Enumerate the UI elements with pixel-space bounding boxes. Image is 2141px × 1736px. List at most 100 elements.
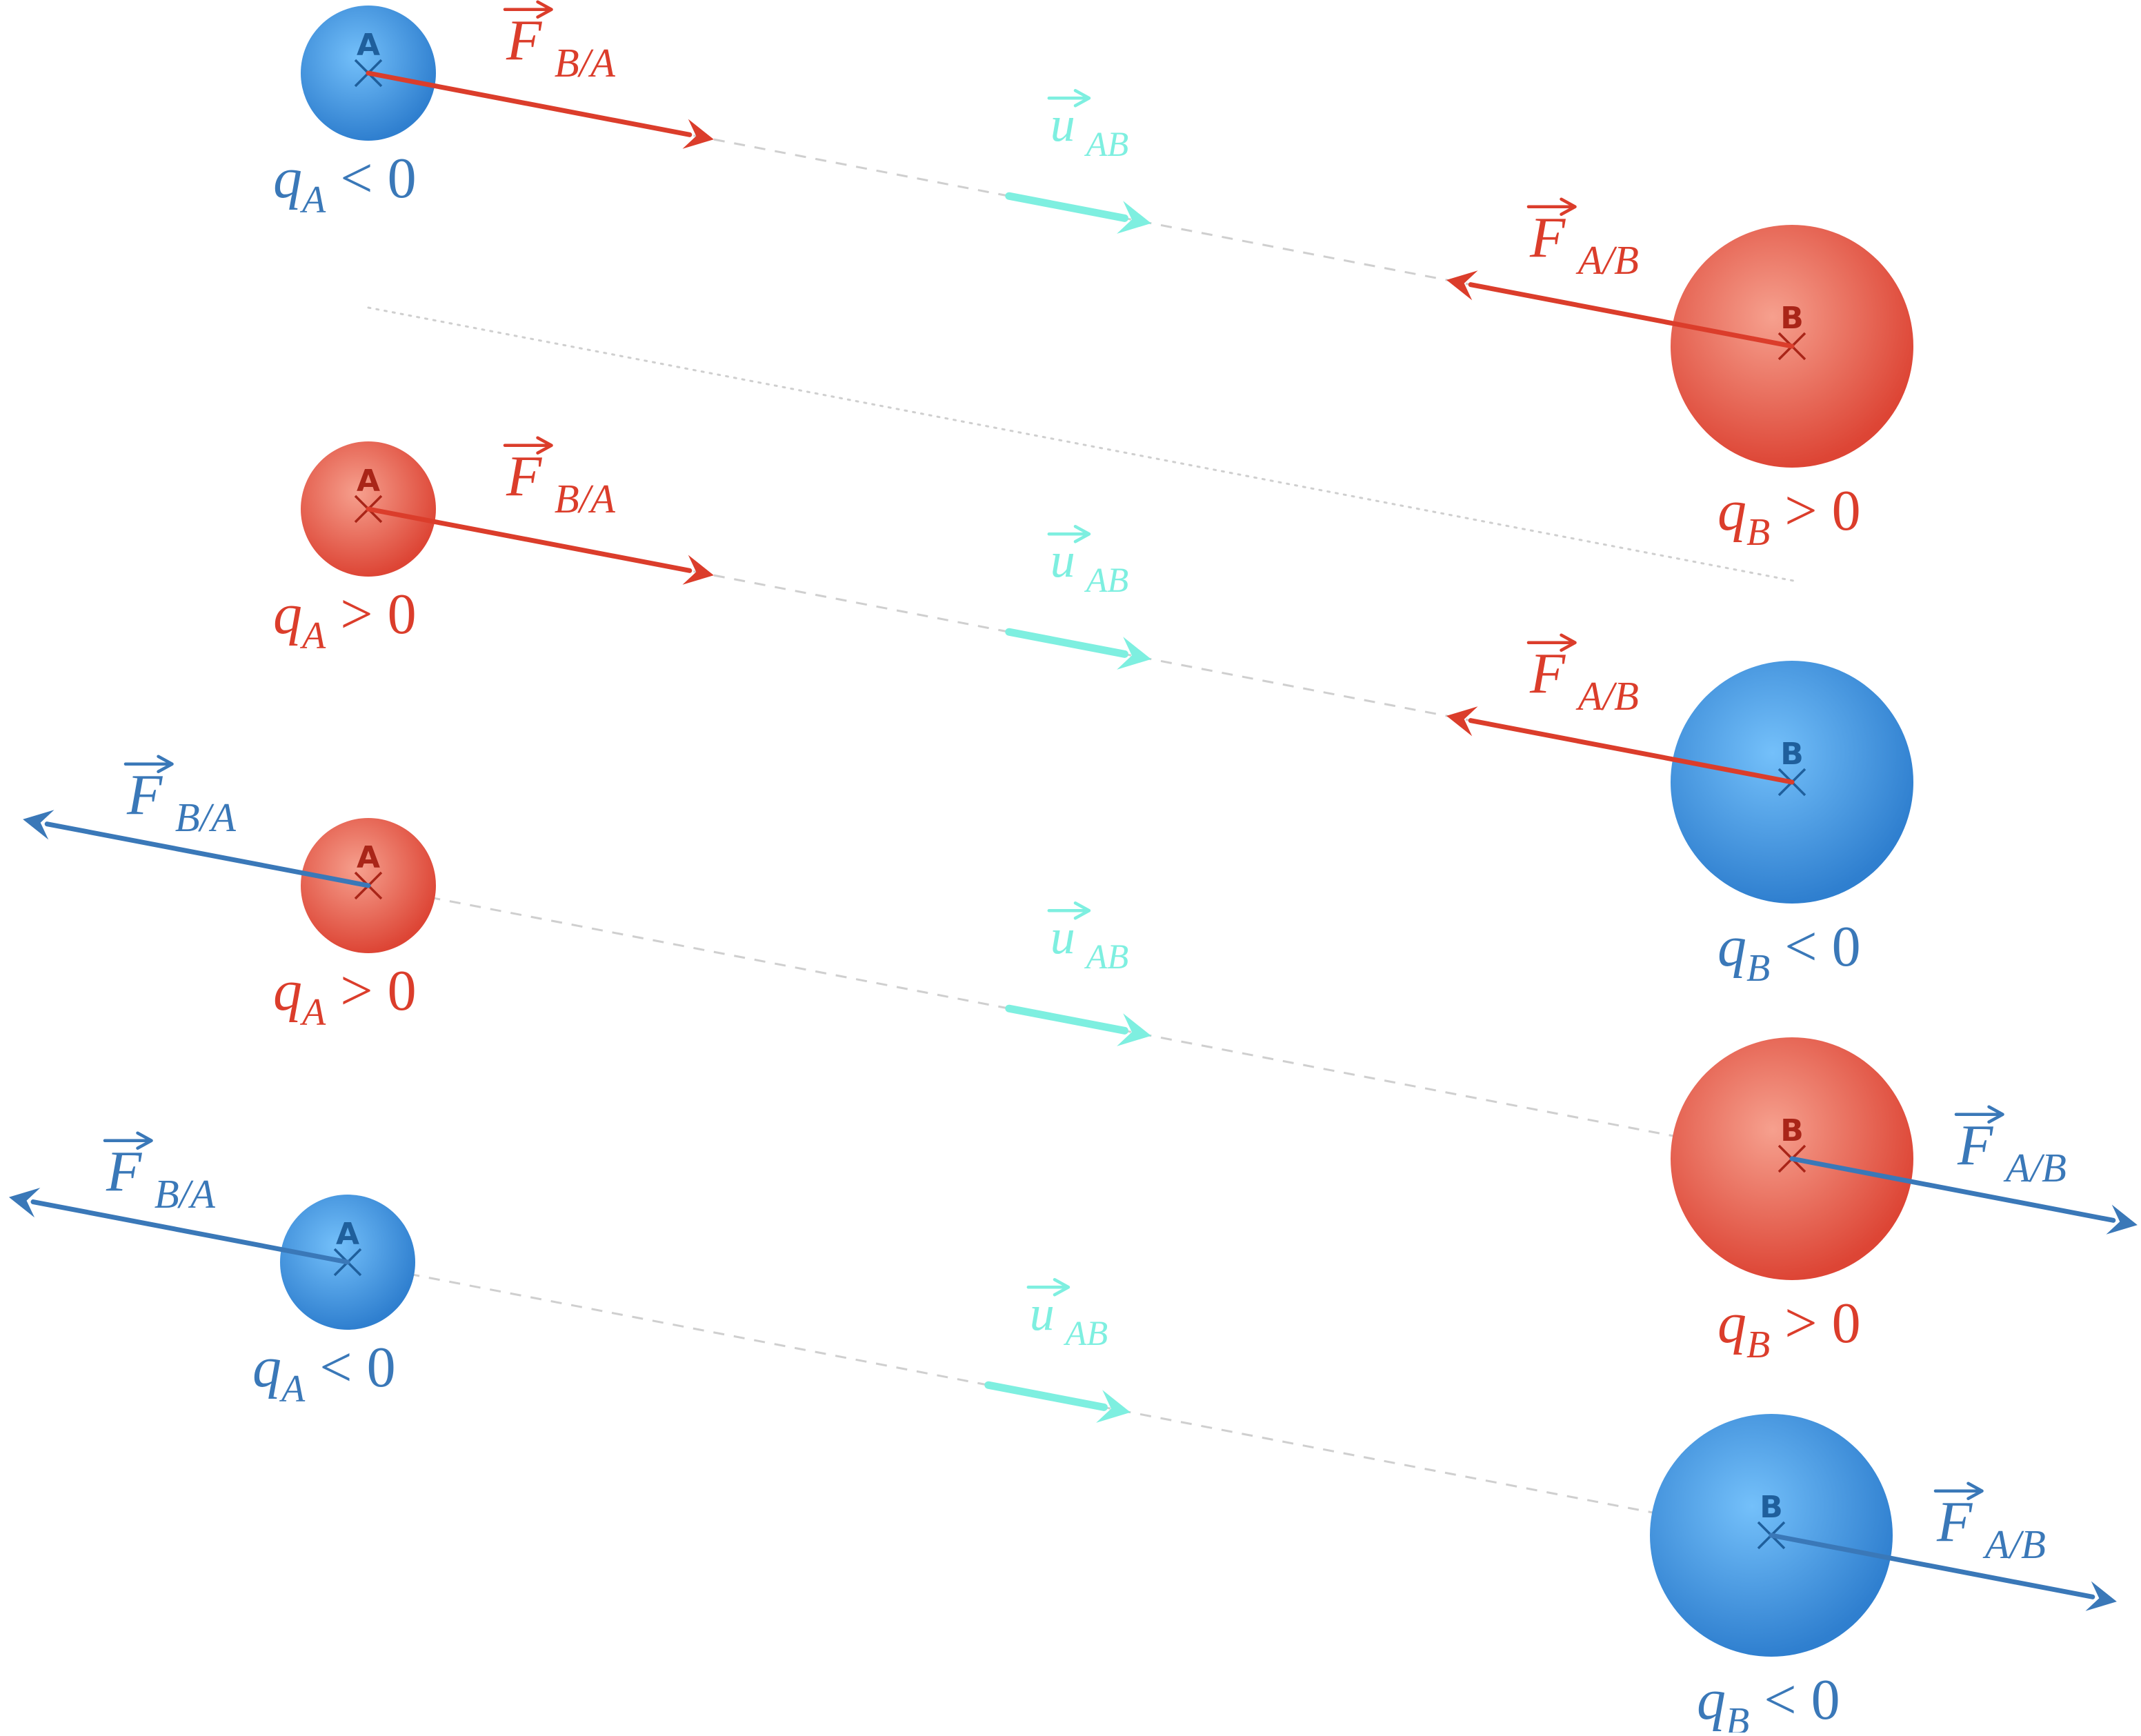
- point-label: B: [1760, 1490, 1783, 1525]
- vector-subscript: B/A: [155, 1172, 216, 1217]
- charge-subscript: A: [299, 615, 326, 657]
- point-label: A: [357, 28, 380, 63]
- charge-relation: < 0: [1749, 1668, 1840, 1732]
- vector-arrow-icon: [1954, 1105, 2004, 1124]
- force-on-A-label: F B/A: [506, 444, 616, 521]
- vector-arrow-icon: [1047, 525, 1091, 543]
- charge-relation: > 0: [1770, 479, 1860, 543]
- charge-A-value: qA < 0: [252, 1335, 396, 1410]
- charge-relation: < 0: [305, 1335, 395, 1399]
- vector-symbol: u: [1050, 97, 1075, 152]
- vector-symbol: F: [1957, 1113, 1994, 1177]
- charge-A-value: qA > 0: [273, 959, 417, 1034]
- vector-symbol: F: [1936, 1490, 1973, 1554]
- charge-B-value: qB > 0: [1717, 1291, 1861, 1366]
- point-label: B: [1780, 1113, 1804, 1148]
- charge-relation: < 0: [326, 146, 416, 210]
- vector-subscript: B/A: [555, 477, 616, 521]
- vector-subscript: B/A: [555, 41, 616, 86]
- vector-subscript: B/A: [175, 795, 237, 840]
- force-on-B-arrow: [1789, 1156, 2138, 1235]
- charge-symbol: q: [273, 146, 302, 210]
- vector-arrow-icon: [1047, 901, 1091, 920]
- point-label: A: [357, 840, 380, 875]
- unit-vector-arrow: [1005, 628, 1152, 670]
- point-label: B: [1780, 737, 1804, 772]
- force-on-A-label: F B/A: [506, 8, 616, 86]
- charge-symbol: q: [1717, 915, 1746, 979]
- charge-symbol: q: [1717, 1291, 1746, 1355]
- vector-arrow-icon: [1526, 197, 1577, 217]
- charge-symbol: q: [1697, 1668, 1726, 1732]
- vector-subscript: A/B: [1575, 238, 1639, 283]
- vector-arrow-icon: [503, 436, 553, 455]
- vector-symbol: F: [506, 8, 543, 72]
- vector-arrow-icon: [1526, 633, 1577, 652]
- charge-subscript: A: [279, 1368, 306, 1410]
- vector-arrow-icon: [1047, 89, 1091, 108]
- point-label: B: [1780, 301, 1804, 336]
- force-on-A-label: F B/A: [106, 1139, 216, 1217]
- vector-symbol: F: [126, 763, 163, 827]
- vector-subscript: A/B: [1575, 674, 1639, 719]
- vector-symbol: F: [506, 444, 543, 508]
- vector-symbol: u: [1050, 909, 1075, 964]
- charge-symbol: q: [273, 582, 302, 646]
- vector-symbol: F: [1529, 641, 1566, 706]
- vector-arrow-icon: [123, 755, 174, 774]
- force-on-A-arrow: [8, 1188, 350, 1265]
- charge-A-value: qA < 0: [273, 146, 417, 221]
- vector-symbol: u: [1050, 532, 1075, 588]
- force-on-A-arrow: [23, 810, 371, 888]
- charge-B-value: qB < 0: [1717, 915, 1861, 990]
- force-on-A-arrow: [366, 506, 714, 585]
- charge-symbol: q: [252, 1335, 281, 1399]
- vector-subscript: AB: [1064, 1314, 1108, 1353]
- force-on-B-arrow: [1446, 706, 1795, 785]
- vector-symbol: F: [106, 1139, 143, 1204]
- charge-B-value: qB > 0: [1717, 479, 1861, 554]
- vector-arrow-icon: [1026, 1278, 1070, 1297]
- charge-relation: > 0: [1770, 1291, 1860, 1355]
- charge-symbol: q: [273, 959, 302, 1023]
- force-on-A-label: F B/A: [126, 763, 237, 840]
- vector-symbol: u: [1030, 1286, 1055, 1341]
- vector-arrow-icon: [103, 1131, 153, 1150]
- charge-subscript: B: [1746, 947, 1770, 990]
- charge-B-value: qB < 0: [1697, 1668, 1840, 1733]
- force-on-A-arrow: [366, 70, 714, 149]
- charge-subscript: B: [1746, 511, 1770, 554]
- unit-vector-arrow: [1005, 192, 1152, 234]
- point-label: A: [357, 463, 380, 499]
- unit-vector-arrow: [984, 1381, 1131, 1423]
- charge-A-value: qA > 0: [273, 582, 417, 657]
- charge-symbol: q: [1717, 479, 1746, 543]
- force-on-B-arrow: [1769, 1533, 2117, 1611]
- point-label: A: [336, 1217, 359, 1252]
- vector-subscript: A/B: [1982, 1522, 2046, 1567]
- charge-subscript: B: [1746, 1324, 1770, 1366]
- charge-subscript: B: [1726, 1700, 1749, 1733]
- charge-subscript: A: [299, 991, 326, 1034]
- vector-subscript: AB: [1084, 561, 1129, 599]
- vector-subscript: A/B: [2003, 1146, 2067, 1190]
- vector-subscript: AB: [1084, 125, 1129, 163]
- vector-symbol: F: [1529, 206, 1566, 270]
- charge-subscript: A: [299, 179, 326, 221]
- vector-arrow-icon: [1933, 1481, 1984, 1501]
- unit-vector-arrow: [1005, 1004, 1152, 1046]
- force-on-B-arrow: [1446, 270, 1795, 349]
- separator-dotted-line: [367, 306, 1795, 582]
